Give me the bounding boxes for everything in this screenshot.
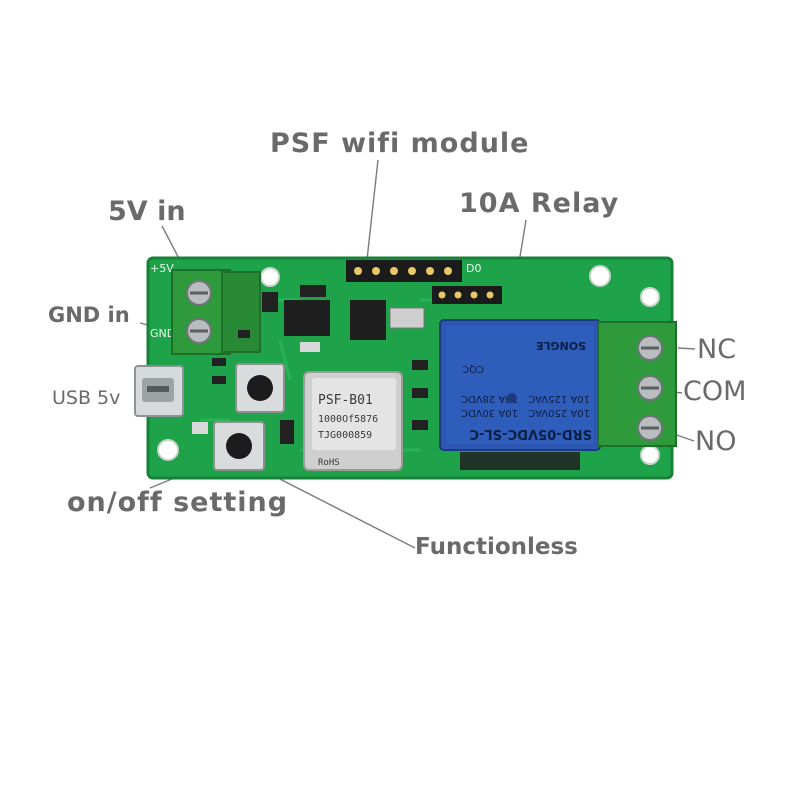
terminal-side [221,271,261,353]
micro-usb-port [134,365,184,417]
relay-model: SRD-05VDC-SL-C [469,426,592,441]
silk-gnd: GND [150,327,175,340]
module-line2: 1000Of5876 [318,414,378,425]
leader-functionless [269,473,416,549]
relay-rating1: 10A 250VAC [528,407,590,418]
label-no: NO [695,426,737,457]
mount-hole [157,439,179,461]
mount-hole [640,445,660,465]
relay-cqc: CQC [462,363,484,374]
label-on-off-setting: on/off setting [67,487,289,518]
relay-dot [507,393,517,403]
label-psf-wifi-module: PSF wifi module [270,128,530,159]
relay-rating3: 10A 30VDC [461,407,518,418]
module-line1: PSF-B01 [318,393,373,408]
relay-rating2: 10A 125VAC [528,393,590,404]
label-10a-relay: 10A Relay [459,188,620,219]
silk-d0: D0 [466,262,481,275]
label-5v-in: 5V in [108,196,186,227]
relay-rating4: 10A 28VDC [461,393,518,404]
button-onoff [213,421,265,471]
label-nc: NC [697,334,737,365]
relay: SRD-05VDC-SL-C 10A 250VAC 10A 125VAC 10A… [439,319,601,451]
label-gnd-in: GND in [48,303,130,327]
ic-chip [350,300,386,340]
button-functionless [235,363,285,413]
mount-hole [640,287,660,307]
label-usb-5v: USB 5v [52,387,121,409]
wifi-module: PSF-B01 1000Of5876 TJG000859 RoHS [303,371,403,471]
relay-brand: SONGLE [536,339,586,352]
input-terminal-block [171,269,261,355]
mount-hole [260,267,280,287]
pin-header-right [432,286,502,304]
terminal-body [597,321,677,447]
mount-hole [589,265,611,287]
label-com: COM [683,376,747,407]
silk-5v: +5V [150,262,174,275]
label-functionless: Functionless [415,534,578,560]
regulator-chip [284,300,330,336]
module-line3: TJG000859 [318,430,372,441]
smd-components [192,285,580,470]
leader-nc [677,347,696,350]
pin-header-top [346,260,462,282]
output-terminal-block [597,321,677,447]
pcb: +5V GND D0 [134,256,677,480]
module-tag: RoHS [318,458,340,468]
